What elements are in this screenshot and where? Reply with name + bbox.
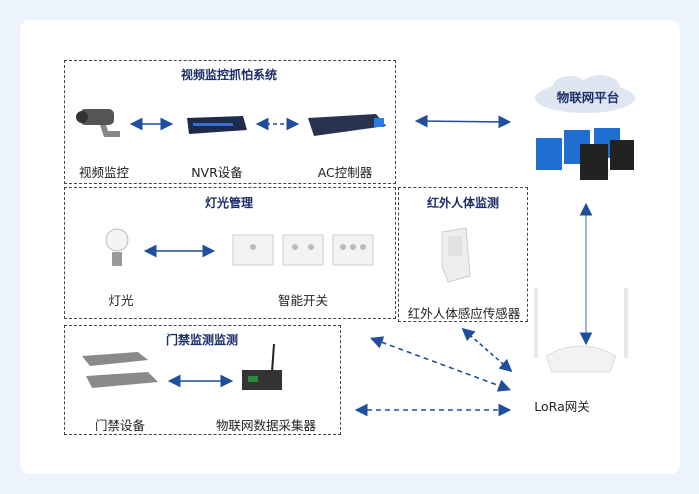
switch-label: 智能开关 [277, 293, 329, 308]
camera-icon [76, 109, 120, 137]
infrared-sensor-icon [441, 227, 471, 283]
access-system-group [64, 325, 341, 435]
lora-gateway-icon [534, 288, 628, 373]
lora-gateway-label: LoRa网关 [534, 399, 590, 414]
light-system-title: 灯光管理 [204, 196, 254, 210]
infrared-system-title: 红外人体监测 [426, 196, 500, 210]
video-system-title: 视频监控抓怕系统 [180, 68, 278, 82]
light-system-group [64, 187, 396, 319]
iot-platform-label: 物联网平台 [556, 90, 620, 105]
ac-label: AC控制器 [317, 165, 373, 180]
nvr-label: NVR设备 [191, 165, 243, 180]
arrow-ac-platform [414, 114, 512, 129]
nvr-icon [187, 116, 247, 134]
infrared-system-group [398, 187, 528, 322]
camera-label: 视频监控 [78, 165, 130, 180]
server-cluster-icon [536, 128, 634, 180]
arrow-access-gateway-diag [369, 336, 512, 392]
door-sensor-icon [82, 352, 158, 388]
access-system-title: 门禁监测监测 [165, 333, 239, 347]
arrow-sensor-gateway [461, 327, 513, 373]
collector-label: 物联网数据采集器 [215, 418, 317, 433]
data-collector-icon [242, 343, 282, 390]
smart-switch-icon [232, 234, 374, 266]
bulb-label: 灯光 [108, 293, 134, 308]
infrared-sensor-label: 红外人体感应传感器 [407, 306, 521, 321]
door-label: 门禁设备 [94, 418, 146, 433]
video-system-group [64, 60, 396, 184]
cloud-icon [535, 75, 635, 113]
light-bulb-icon [105, 228, 129, 266]
ac-controller-icon [308, 114, 386, 136]
